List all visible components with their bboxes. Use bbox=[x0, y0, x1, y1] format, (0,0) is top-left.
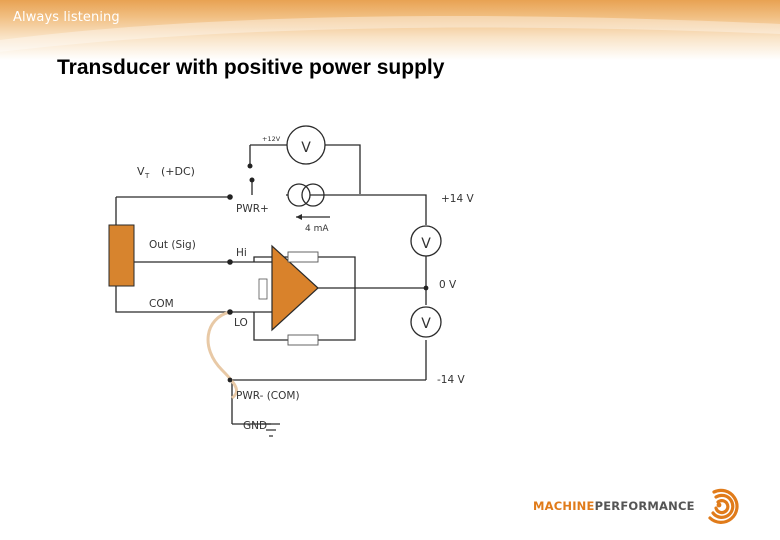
label-out-sig: Out (Sig) bbox=[149, 239, 196, 251]
voltmeter-lo bbox=[410, 306, 442, 338]
feedback-resistor-bottom bbox=[287, 334, 319, 346]
plus14-wire bbox=[360, 194, 427, 225]
shield-cable bbox=[206, 310, 239, 400]
label-hi: Hi bbox=[236, 247, 247, 259]
label-meter-top: V bbox=[301, 140, 311, 156]
header-swoosh bbox=[0, 16, 780, 53]
feedback-resistor-top bbox=[287, 251, 319, 263]
brand-wordmark: MACHINEPERFORMANCE bbox=[533, 499, 695, 513]
current-arrow-head bbox=[296, 214, 302, 220]
label-supply-12v: +12V bbox=[262, 135, 281, 143]
label-meter-hi: V bbox=[421, 236, 431, 252]
current-source-left bbox=[287, 183, 311, 207]
label-lo: LO bbox=[234, 317, 248, 329]
pwr-minus-terminal bbox=[227, 377, 233, 383]
switch-node-top bbox=[247, 163, 253, 169]
slide-title: Transducer with positive power supply bbox=[57, 56, 445, 79]
meter-return-wire bbox=[325, 144, 361, 194]
amplifier-triangle bbox=[271, 244, 319, 332]
pwr-plus-terminal bbox=[227, 194, 233, 200]
label-vt-symbol: V bbox=[137, 165, 145, 178]
voltmeter-hi bbox=[410, 225, 442, 257]
fb-right bbox=[318, 256, 356, 341]
brand-part-2: PERFORMANCE bbox=[594, 499, 695, 513]
switch-node-bottom bbox=[249, 177, 255, 183]
gain-resistor bbox=[258, 278, 268, 300]
label-minus-14v: -14 V bbox=[437, 374, 465, 386]
label-plus-14v: +14 V bbox=[441, 193, 474, 205]
current-source-right bbox=[301, 183, 325, 207]
label-zero-v: 0 V bbox=[439, 279, 457, 291]
label-gnd: GND bbox=[243, 420, 267, 432]
label-pwr-minus: PWR- (COM) bbox=[236, 390, 300, 402]
zero-v-node bbox=[423, 285, 429, 291]
sound-waves-logo-icon bbox=[708, 488, 739, 524]
header-tagline: Always listening bbox=[13, 10, 120, 25]
voltmeter-top bbox=[286, 125, 326, 165]
fb-bottom-left bbox=[253, 312, 288, 341]
brand-part-1: MACHINE bbox=[533, 499, 595, 513]
com-wire bbox=[115, 286, 228, 313]
label-com: COM bbox=[149, 298, 174, 310]
label-current: 4 mA bbox=[305, 224, 329, 234]
hi-terminal bbox=[227, 259, 233, 265]
label-meter-lo: V bbox=[421, 316, 431, 332]
label-pwr-plus: PWR+ bbox=[236, 203, 269, 215]
header-band bbox=[0, 0, 780, 60]
label-vt-sub: T bbox=[144, 172, 150, 180]
lo-terminal bbox=[227, 309, 233, 315]
label-vt-dc: (+DC) bbox=[161, 165, 195, 178]
transducer-body bbox=[108, 224, 135, 287]
